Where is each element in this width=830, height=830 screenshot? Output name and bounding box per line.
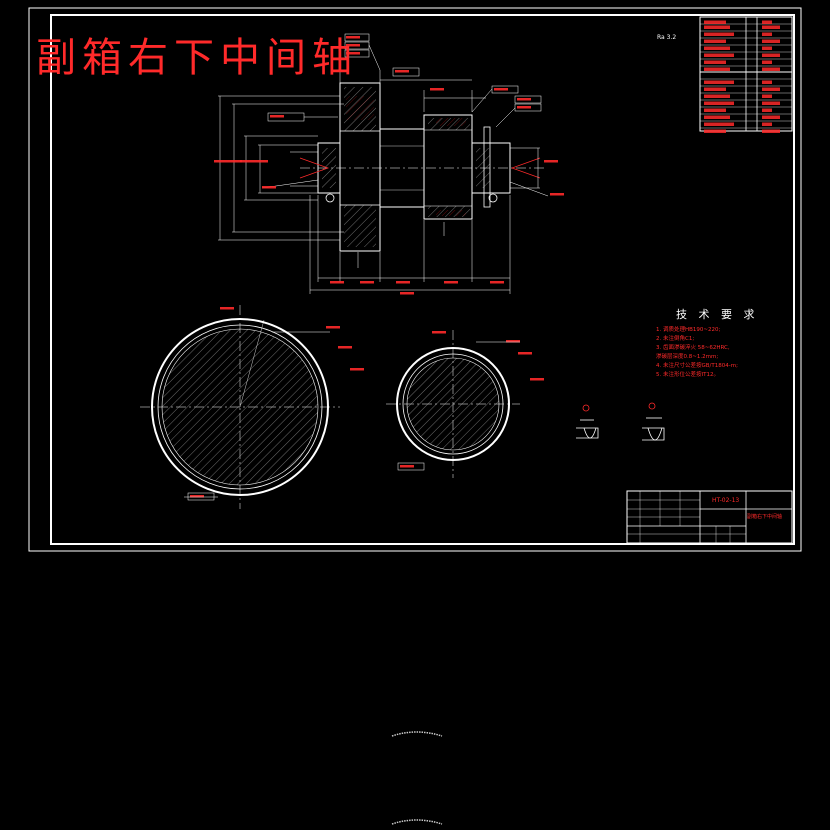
table-cell-mark [762,129,780,133]
dimension-value-mark [346,36,360,39]
dimension-value-mark [326,326,340,329]
table-cell-mark [762,39,780,43]
large-gear-end-view [140,305,340,509]
table-cell-mark [762,60,772,64]
table-cell-mark [704,25,730,29]
table-cell-mark [704,129,726,133]
tech-requirements-heading: 技 术 要 求 [676,308,759,321]
dimension-value-mark [350,368,364,371]
dimension-value-mark [346,44,360,47]
dimension-value-mark [432,331,446,334]
dimension-value-mark [550,193,564,196]
table-cell-mark [704,32,734,36]
table-cell-mark [704,122,734,126]
table-cell-mark [762,67,780,71]
dimension-value-mark [506,340,520,343]
dimension-value-mark [270,115,284,118]
table-cell-mark [762,20,772,24]
gear-parameter-table [699,16,793,133]
dimension-value-mark [338,346,352,349]
table-cell-mark [762,32,772,36]
roughness-note: Ra 3.2 [657,34,677,41]
table-cell-mark [704,67,730,71]
table-cell-mark [762,94,772,98]
tech-requirement-item: 3. 齿面渗碳淬火 58~62HRC, [656,345,730,351]
small-gear-end-view [386,330,520,478]
detail-views [576,402,665,441]
title-block [626,490,793,544]
table-cell-mark [704,46,730,50]
table-cell-mark [762,25,780,29]
table-cell-mark [704,108,726,112]
table-cell-mark [704,20,726,24]
tech-requirement-item: 1. 调质处理HB190~220; [656,327,721,333]
small-gear-section [423,114,473,220]
stray-arc-1 [391,731,443,737]
dimension-value-mark [530,378,544,381]
tech-requirement-item: 4. 未注尺寸公差按GB/T1804-m; [656,363,738,369]
table-cell-mark [762,53,780,57]
title-block-part-name: 副箱右下中间轴 [747,514,783,520]
drawing-title: 副箱右下中间轴 [36,35,358,81]
title-block-drawing-no: HT-02-13 [712,497,740,504]
table-cell-mark [762,122,772,126]
tech-requirement-item: 渗碳层深度0.8~1.2mm; [656,354,719,360]
table-cell-mark [704,115,730,119]
stray-arc-2 [391,819,443,825]
right-journal [471,142,511,194]
dimension-value-mark [518,352,532,355]
dimension-value-mark [400,465,414,468]
tech-requirement-item: 2. 未注倒角C1; [656,336,695,342]
dimension-value-mark [400,292,414,295]
dimension-value-mark [517,106,531,109]
dimension-value-mark [360,281,374,284]
dimension-value-mark [190,495,204,498]
table-cell-mark [704,94,730,98]
dimension-value-mark [262,186,276,189]
dimension-value-mark [430,88,444,91]
table-cell-mark [704,87,726,91]
table-cell-mark [762,46,772,50]
table-cell-mark [704,101,734,105]
dimension-value-mark [228,160,242,163]
table-cell-mark [762,101,780,105]
dimension-value-mark [240,160,254,163]
table-cell-mark [704,39,726,43]
inner-border [50,14,795,545]
left-journal [317,142,341,194]
table-cell-mark [762,108,772,112]
dimension-value-mark [254,160,268,163]
dimension-value-mark [444,281,458,284]
table-cell-mark [762,115,780,119]
outer-border [28,7,802,552]
table-cell-mark [704,60,726,64]
table-cell-mark [704,80,734,84]
tech-requirement-item: 5. 未注形位公差按IT12。 [656,372,719,378]
dimension-value-mark [395,70,409,73]
dimension-value-mark [220,307,234,310]
dimension-value-mark [490,281,504,284]
dimension-value-mark [346,52,360,55]
dimension-value-mark [544,160,558,163]
shaft-section-view [190,33,564,498]
dimension-value-mark [330,281,344,284]
dimension-value-mark [494,88,508,91]
dimension-value-mark [396,281,410,284]
table-cell-mark [762,80,772,84]
dimension-value-mark [517,98,531,101]
dimension-value-mark [214,160,228,163]
tech-requirements-list: 1. 调质处理HB190~220; 2. 未注倒角C1; 3. 齿面渗碳淬火 5… [656,326,791,380]
table-cell-mark [704,53,734,57]
table-cell-mark [762,87,780,91]
